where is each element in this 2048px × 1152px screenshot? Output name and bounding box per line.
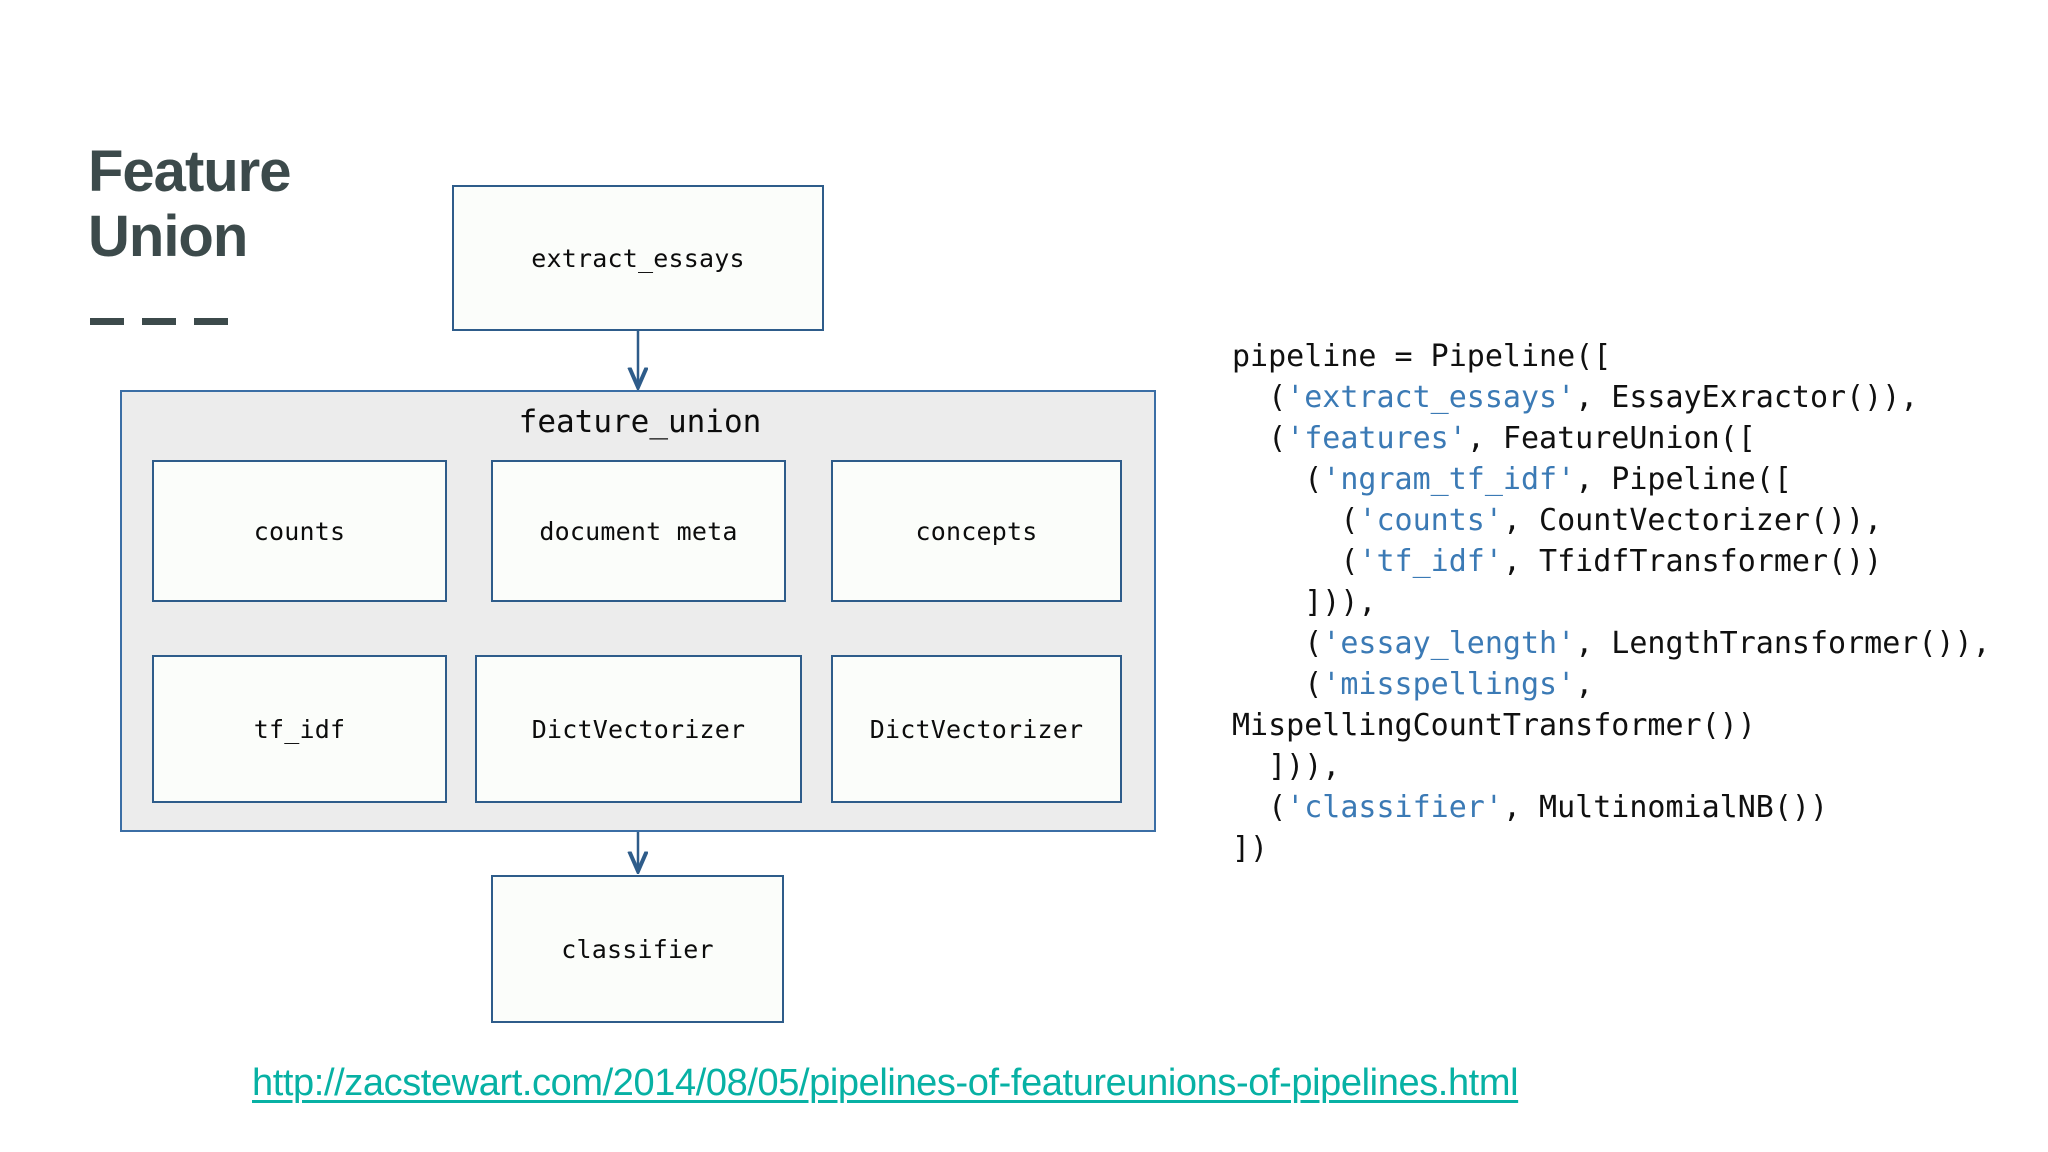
code-token: ])),: [1232, 585, 1377, 620]
node-concepts[interactable]: concepts: [831, 460, 1122, 602]
code-line: ('extract_essays', EssayExractor()),: [1232, 377, 2048, 418]
source-link[interactable]: http://zacstewart.com/2014/08/05/pipelin…: [252, 1062, 1519, 1104]
code-token: ])),: [1232, 749, 1341, 784]
node-dictvectorizer-concepts[interactable]: DictVectorizer: [831, 655, 1122, 803]
code-line: ('tf_idf', TfidfTransformer()): [1232, 541, 2048, 582]
code-token: , CountVectorizer()),: [1502, 503, 1883, 538]
code-snippet: pipeline = Pipeline([ ('extract_essays',…: [1232, 336, 2048, 869]
code-token: , EssayExractor()),: [1575, 380, 1919, 415]
code-line: ]): [1232, 828, 2048, 869]
group-feature-union-label: feature_union: [518, 404, 762, 440]
code-string-token: 'features': [1286, 421, 1467, 456]
code-string-token: 'misspellings': [1322, 667, 1576, 702]
code-line: ('counts', CountVectorizer()),: [1232, 500, 2048, 541]
code-line: MispellingCountTransformer()): [1232, 705, 2048, 746]
code-token: (: [1232, 462, 1323, 497]
code-token: (: [1232, 421, 1287, 456]
code-string-token: 'essay_length': [1322, 626, 1576, 661]
code-token: (: [1232, 790, 1287, 825]
code-token: (: [1232, 380, 1287, 415]
pipeline-diagram: extract_essays feature_union counts docu…: [120, 185, 1156, 1023]
code-token: ]): [1232, 831, 1269, 866]
code-line: ('ngram_tf_idf', Pipeline([: [1232, 459, 2048, 500]
code-line: ('features', FeatureUnion([: [1232, 418, 2048, 459]
node-classifier[interactable]: classifier: [491, 875, 784, 1023]
code-line: ])),: [1232, 746, 2048, 787]
code-line: ('essay_length', LengthTransformer()),: [1232, 623, 2048, 664]
code-string-token: 'counts': [1358, 503, 1503, 538]
code-token: , MultinomialNB()): [1502, 790, 1829, 825]
code-token: , FeatureUnion([: [1466, 421, 1756, 456]
code-token: , LengthTransformer()),: [1575, 626, 1991, 661]
code-string-token: 'classifier': [1286, 790, 1503, 825]
code-string-token: 'ngram_tf_idf': [1322, 462, 1576, 497]
node-document-meta[interactable]: document meta: [491, 460, 786, 602]
code-line: ('misspellings',: [1232, 664, 2048, 705]
code-token: (: [1232, 544, 1359, 579]
code-token: pipeline = Pipeline([: [1232, 339, 1612, 374]
code-string-token: 'extract_essays': [1286, 380, 1576, 415]
code-token: , Pipeline([: [1575, 462, 1792, 497]
title-dashed-rule: [90, 318, 230, 325]
code-string-token: 'tf_idf': [1358, 544, 1503, 579]
page-title: Feature Union: [88, 139, 292, 269]
code-token: (: [1232, 667, 1323, 702]
node-counts[interactable]: counts: [152, 460, 447, 602]
code-token: (: [1232, 503, 1359, 538]
code-line: ('classifier', MultinomialNB()): [1232, 787, 2048, 828]
code-token: , TfidfTransformer()): [1502, 544, 1883, 579]
node-tf-idf[interactable]: tf_idf: [152, 655, 447, 803]
code-token: ,: [1575, 667, 1594, 702]
code-line: pipeline = Pipeline([: [1232, 336, 2048, 377]
code-line: ])),: [1232, 582, 2048, 623]
node-extract-essays[interactable]: extract_essays: [452, 185, 824, 331]
code-token: (: [1232, 626, 1323, 661]
code-token: MispellingCountTransformer()): [1232, 708, 1756, 743]
node-dictvectorizer-document-meta[interactable]: DictVectorizer: [475, 655, 802, 803]
